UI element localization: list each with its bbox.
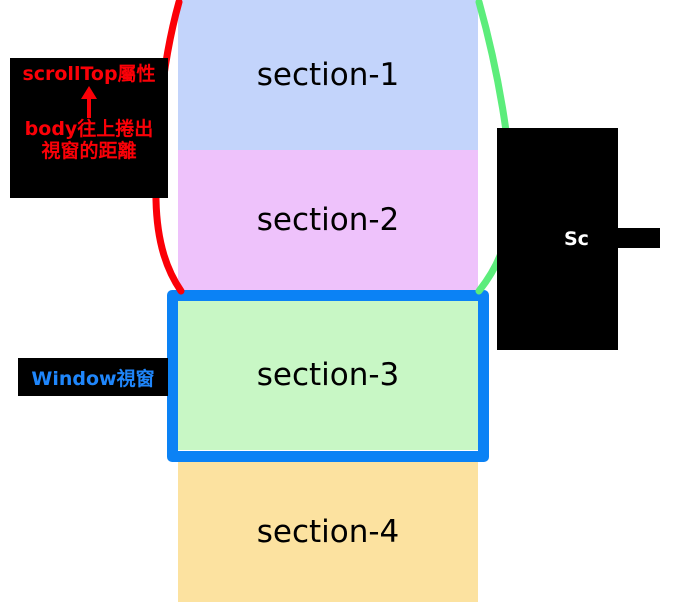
scrolltop-annotation: scrollTop屬性 body往上捲出 視窗的距離 <box>10 58 168 198</box>
section-label-1: section-1 <box>256 57 400 93</box>
scrolltop-detail-line-1: body往上捲出 <box>24 118 154 141</box>
window-viewport-frame <box>167 290 489 462</box>
up-arrow-icon <box>10 85 168 119</box>
section-label-4: section-4 <box>256 514 400 550</box>
section-block-2: section-2 <box>178 150 478 290</box>
section-label-3: section-3 <box>256 357 400 393</box>
window-viewport-label: Window視窗 <box>31 367 155 390</box>
window-viewport-annotation: Window視窗 <box>18 358 168 396</box>
right-annotation-occluder-bar <box>592 228 660 248</box>
section-label-2: section-2 <box>256 202 400 238</box>
section-block-1: section-1 <box>178 0 478 150</box>
section-block-3: section-3 <box>178 300 478 450</box>
scrolltop-heading: scrollTop屬性 <box>22 63 156 85</box>
section-block-4: section-4 <box>178 462 478 602</box>
scrolltop-detail-line-2: 視窗的距離 <box>41 139 137 162</box>
right-annotation-label: Sc <box>564 228 589 250</box>
